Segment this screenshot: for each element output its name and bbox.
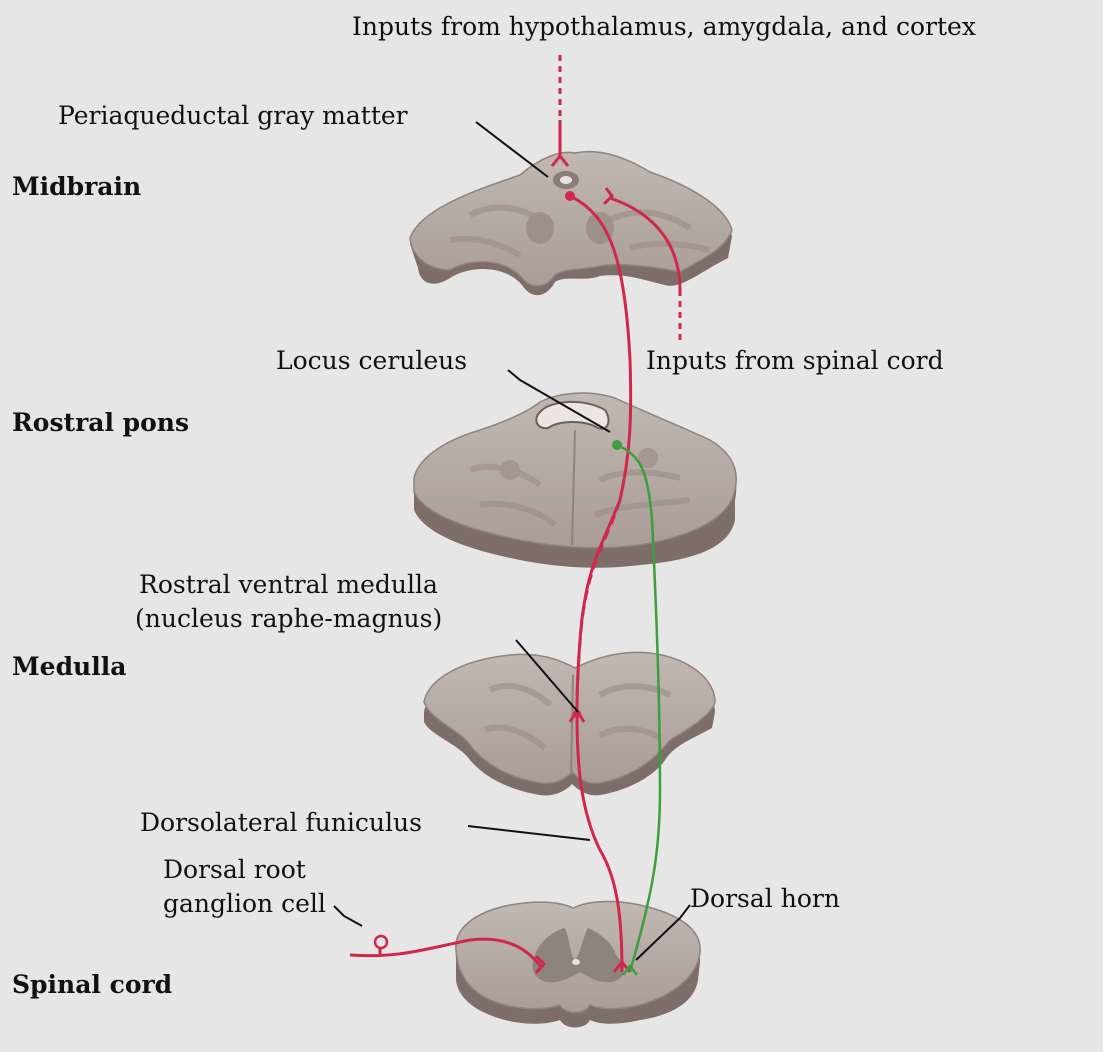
label-locus-ceruleus: Locus ceruleus <box>276 346 467 376</box>
midbrain-section <box>410 152 732 296</box>
label-rvm-line2: (nucleus raphe-magnus) <box>135 604 442 634</box>
label-rvm-line1: Rostral ventral medulla <box>139 570 438 600</box>
rostral-pons-section <box>414 393 736 568</box>
region-rostral-pons: Rostral pons <box>12 408 189 437</box>
spinal-cord-section <box>456 902 700 1028</box>
medulla-section <box>424 652 715 795</box>
region-spinal-cord: Spinal cord <box>12 970 172 999</box>
label-periaqueductal-gray: Periaqueductal gray matter <box>58 101 408 131</box>
label-inputs-top: Inputs from hypothalamus, amygdala, and … <box>352 12 976 42</box>
label-drg-line2: ganglion cell <box>163 889 326 919</box>
label-drg-line1: Dorsal root <box>163 855 306 885</box>
label-inputs-spinal: Inputs from spinal cord <box>646 346 944 376</box>
label-dorsal-horn: Dorsal horn <box>690 884 840 914</box>
label-dorsolateral-funiculus: Dorsolateral funiculus <box>140 808 422 838</box>
region-medulla: Medulla <box>12 652 126 681</box>
dorsal-root-ganglion-cell <box>375 936 387 948</box>
cerebral-aqueduct <box>560 176 572 184</box>
region-midbrain: Midbrain <box>12 172 141 201</box>
